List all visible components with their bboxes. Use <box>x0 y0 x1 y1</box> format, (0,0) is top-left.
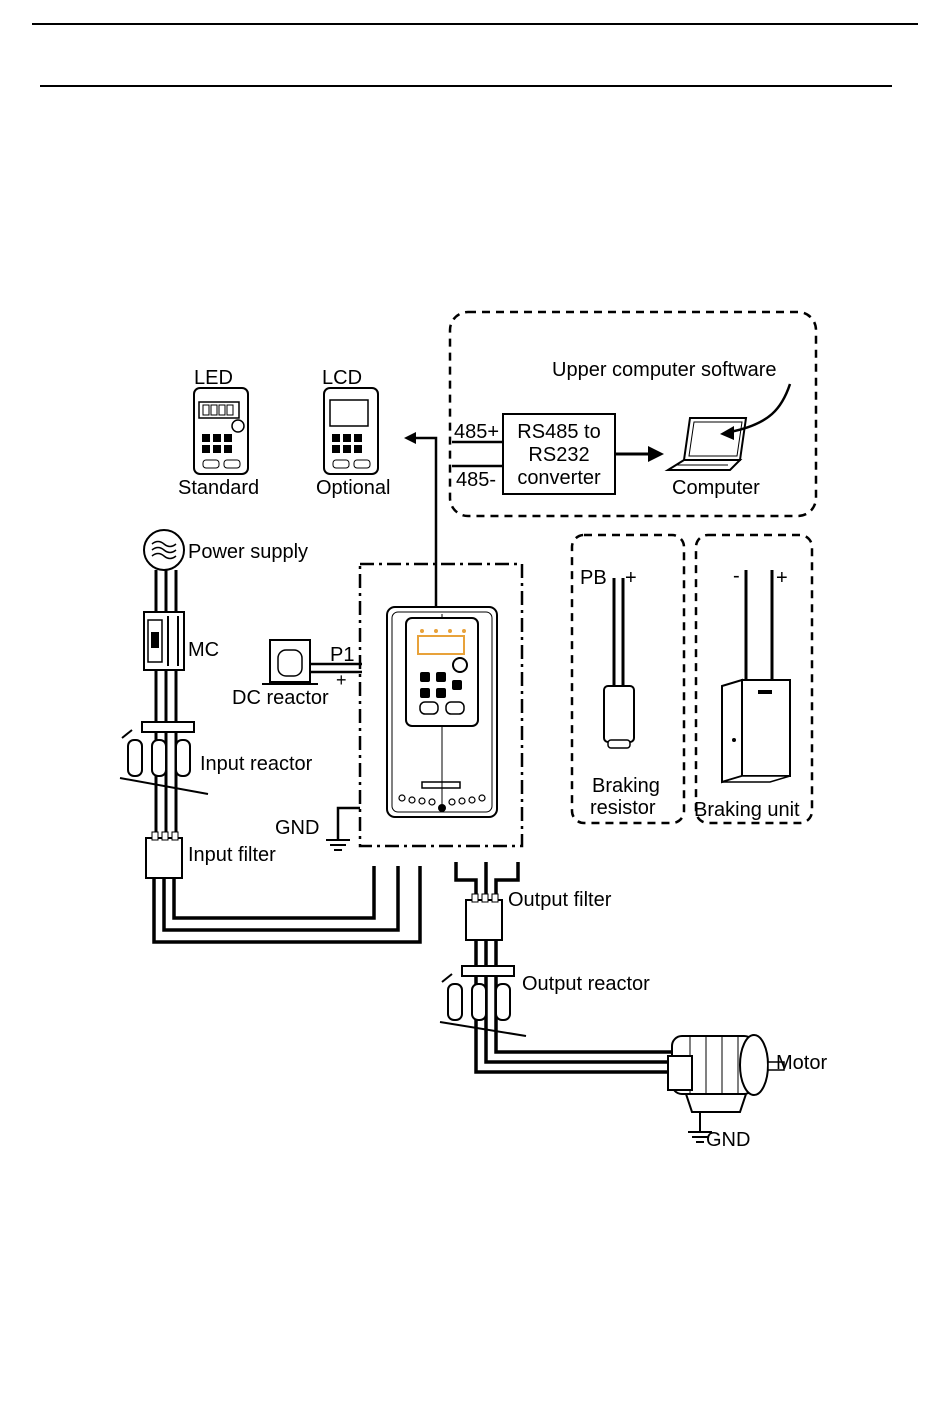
converter-line2: RS232 <box>528 444 589 466</box>
input-reactor-label: Input reactor <box>200 753 313 775</box>
optional-label: Optional <box>316 477 391 499</box>
converter-line1: RS485 to <box>517 421 600 443</box>
led-label: LED <box>194 367 233 389</box>
braking-resistor-line1: Braking <box>592 775 660 797</box>
pb-plus-label: + <box>625 567 637 589</box>
braking-resistor-line2: resistor <box>590 797 656 819</box>
dc-reactor <box>262 640 318 684</box>
gnd-input-label: GND <box>275 817 319 839</box>
motor-icon <box>668 1035 784 1112</box>
keypad-link-arrowhead <box>404 432 416 444</box>
rs485-minus-label: 485- <box>456 469 496 491</box>
vfd-drive <box>387 607 497 817</box>
input-filter-label: Input filter <box>188 844 276 866</box>
computer-label: Computer <box>672 477 760 499</box>
converter-line3: converter <box>517 467 601 489</box>
upper-software-label: Upper computer software <box>552 359 777 381</box>
output-reactor <box>440 966 526 1036</box>
pb-label: PB <box>580 567 607 589</box>
led-keypad <box>194 388 248 474</box>
mc-contactor <box>144 612 184 670</box>
output-reactor-label: Output reactor <box>522 973 650 995</box>
laptop-icon <box>668 418 746 470</box>
braking-unit-plus-label: + <box>776 567 788 589</box>
drive-gnd-wire <box>338 808 360 840</box>
braking-unit-minus-label: - <box>733 565 740 587</box>
mc-label: MC <box>188 639 219 661</box>
input-reactor <box>120 722 208 794</box>
gnd-motor-label: GND <box>706 1129 750 1151</box>
keypad-link-line <box>414 438 436 610</box>
supply-wires <box>156 570 176 840</box>
input-filter <box>146 832 182 878</box>
lcd-keypad <box>324 388 378 474</box>
drive-gnd-symbol <box>326 840 350 850</box>
converter-to-computer-arrowhead <box>648 446 664 462</box>
output-filter-label: Output filter <box>508 889 612 911</box>
rs485-plus-label: 485+ <box>454 421 499 443</box>
power-supply-label: Power supply <box>188 541 308 563</box>
output-filter <box>466 894 502 940</box>
braking-resistor-icon <box>604 686 634 748</box>
braking-unit-label: Braking unit <box>694 799 800 821</box>
motor-label: Motor <box>776 1052 827 1074</box>
dc-reactor-label: DC reactor <box>232 687 329 709</box>
p1-label: P1 <box>330 644 354 666</box>
braking-unit-icon <box>722 680 790 782</box>
standard-label: Standard <box>178 477 259 499</box>
input-wires <box>154 866 420 942</box>
lcd-label: LCD <box>322 367 362 389</box>
power-supply-icon <box>144 530 184 570</box>
